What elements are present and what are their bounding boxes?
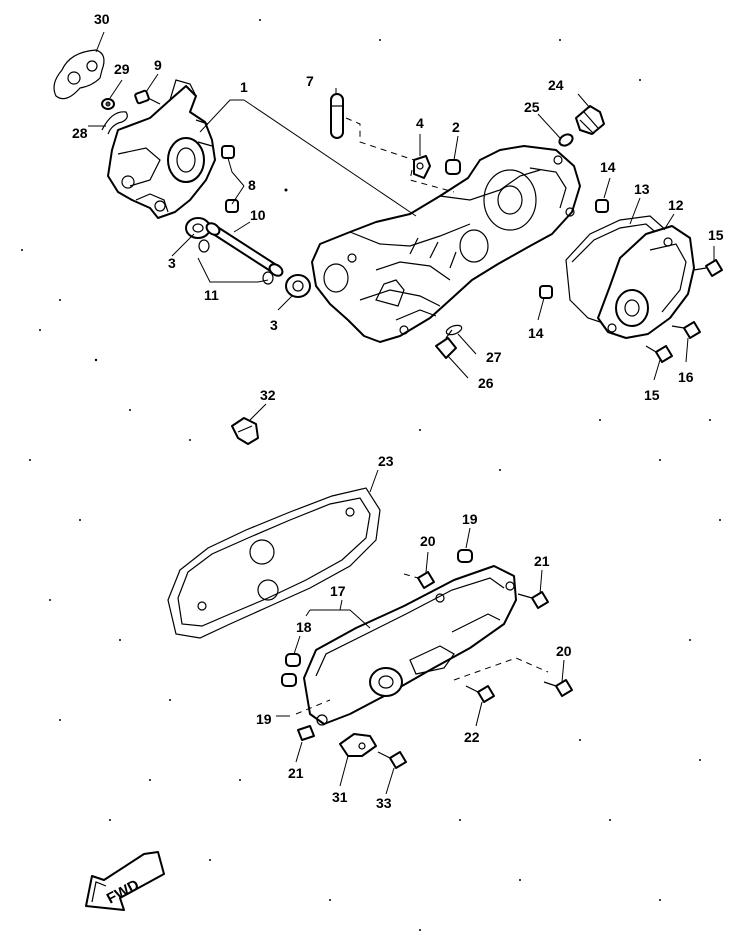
label-3a: 3 — [168, 255, 176, 271]
label-32: 32 — [260, 387, 276, 403]
part-18-dowel — [285, 653, 301, 667]
part-4-fitting — [413, 155, 431, 179]
part-33-bolt — [377, 751, 407, 769]
label-15a: 15 — [708, 227, 724, 243]
label-20b: 20 — [556, 643, 572, 659]
part-20-bolts — [403, 571, 573, 697]
left-bracket-housing — [107, 79, 216, 219]
part-25-o-ring — [558, 133, 574, 147]
part-29-washer — [101, 98, 115, 110]
scan-speckles — [21, 19, 721, 931]
label-30: 30 — [94, 11, 110, 27]
part-22-bolt — [465, 685, 495, 703]
part-10-shaft — [205, 222, 284, 277]
part-23-gasket — [167, 487, 381, 639]
part-26-bolt — [435, 329, 457, 359]
part-labels: 30 29 9 28 1 7 4 2 24 25 8 10 3 11 3 14 … — [72, 11, 724, 811]
part-16-bolt — [671, 321, 701, 339]
part-3-bearing-lower — [285, 274, 311, 298]
part-8-dowels — [221, 145, 239, 213]
label-17: 17 — [330, 583, 346, 599]
label-8: 8 — [248, 177, 256, 193]
label-11: 11 — [204, 287, 219, 303]
part-32-clip — [231, 417, 259, 445]
part-9-bolt — [134, 89, 161, 105]
label-14a: 14 — [600, 159, 616, 175]
label-3b: 3 — [270, 317, 278, 333]
label-2: 2 — [452, 119, 460, 135]
part-17-left-cover — [303, 565, 517, 726]
part-21-bolts — [297, 591, 549, 741]
label-19a: 19 — [462, 511, 478, 527]
fwd-arrow: FWD — [85, 851, 165, 911]
label-26: 26 — [478, 375, 494, 391]
part-1-crankcase — [311, 145, 581, 343]
label-14b: 14 — [528, 325, 544, 341]
label-1: 1 — [240, 79, 248, 95]
label-7: 7 — [306, 73, 314, 89]
label-15b: 15 — [644, 387, 660, 403]
leader-lines — [88, 31, 715, 795]
label-13: 13 — [634, 181, 650, 197]
label-27: 27 — [486, 349, 502, 365]
part-19-dowels — [281, 549, 473, 687]
part-28-clip — [101, 111, 128, 135]
label-4: 4 — [416, 115, 424, 131]
part-12-right-cover — [597, 225, 695, 339]
label-33: 33 — [376, 795, 392, 811]
part-2-dowel — [445, 159, 461, 175]
label-23: 23 — [378, 453, 394, 469]
part-14-dowels — [539, 199, 609, 299]
label-22: 22 — [464, 729, 480, 745]
label-28: 28 — [72, 125, 88, 141]
label-19b: 19 — [256, 711, 272, 727]
label-10: 10 — [250, 207, 266, 223]
label-20a: 20 — [420, 533, 436, 549]
label-31: 31 — [332, 789, 348, 805]
label-25: 25 — [524, 99, 540, 115]
part-7-pin — [330, 93, 344, 139]
label-21b: 21 — [288, 765, 304, 781]
label-12: 12 — [668, 197, 684, 213]
part-30-plate — [53, 49, 105, 100]
label-18: 18 — [296, 619, 312, 635]
part-11-o-rings — [198, 239, 274, 285]
part-15-bolts — [645, 259, 723, 363]
label-9: 9 — [154, 57, 162, 73]
part-24-plug — [575, 105, 605, 135]
part-31-bracket — [339, 733, 377, 757]
label-29: 29 — [114, 61, 130, 77]
label-16: 16 — [678, 369, 694, 385]
part-27-washer — [445, 324, 463, 336]
label-21a: 21 — [534, 553, 550, 569]
label-24: 24 — [548, 77, 564, 93]
